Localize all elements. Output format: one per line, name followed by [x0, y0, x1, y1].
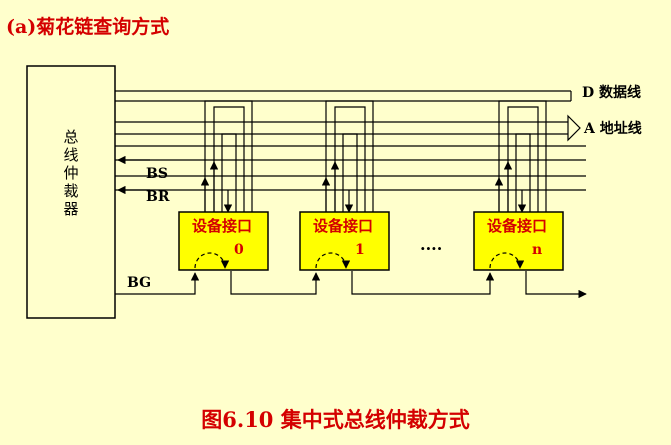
- device-interface-n: 设备接口 n: [473, 211, 564, 271]
- device-1-index: 1: [355, 242, 365, 258]
- device-interface-1: 设备接口 1: [299, 211, 390, 271]
- device-0-index: 0: [234, 242, 244, 258]
- device-n-label: 设备接口: [487, 217, 547, 235]
- address-bus: [115, 114, 581, 142]
- arbiter-label-char-0: 总: [63, 128, 78, 146]
- address-bus-label: A 地址线: [583, 120, 642, 137]
- diagram-title: (a)菊花链查询方式: [6, 16, 170, 38]
- bg-label: BG: [127, 275, 151, 291]
- device-n-connections: [494, 100, 547, 214]
- arbiter-label-char-2: 仲: [63, 164, 78, 182]
- device-0-label: 设备接口: [192, 217, 252, 235]
- bs-label: BS: [146, 166, 168, 182]
- data-bus: [115, 90, 572, 102]
- ellipsis: ....: [420, 235, 442, 254]
- bg-daisy-chain: [115, 271, 587, 299]
- bus-arbiter-box: [26, 65, 116, 319]
- device-1-connections: [321, 100, 374, 214]
- figure-caption: 图6.10 集中式总线仲裁方式: [201, 407, 470, 432]
- device-0-connections: [200, 100, 253, 214]
- arbiter-label-char-4: 器: [63, 200, 78, 218]
- arbiter-label-char-1: 线: [63, 146, 78, 164]
- device-1-label: 设备接口: [313, 217, 373, 235]
- arbiter-label-char-3: 裁: [63, 182, 78, 200]
- device-interface-0: 设备接口 0: [178, 211, 269, 271]
- data-bus-label: D 数据线: [582, 84, 641, 101]
- device-n-index: n: [532, 242, 542, 258]
- br-label: BR: [146, 189, 170, 205]
